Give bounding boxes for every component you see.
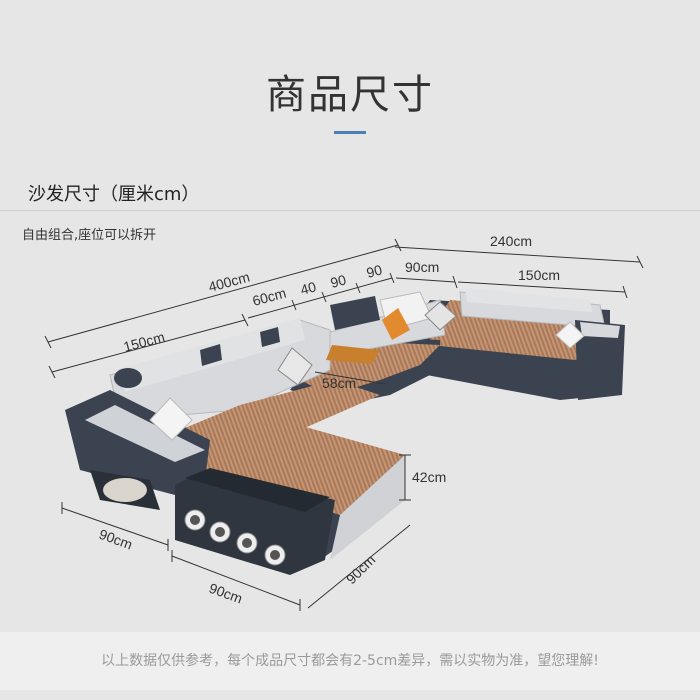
console-top xyxy=(185,468,330,512)
dim-58: 58cm xyxy=(322,375,356,391)
title-underline xyxy=(334,131,366,134)
dim-90-right: 90cm xyxy=(405,259,439,275)
dim-150-right: 150cm xyxy=(518,267,560,283)
dim-90-chaise: 90cm xyxy=(97,526,135,553)
dim-90b: 90 xyxy=(365,261,384,281)
dim-90-front: 90cm xyxy=(207,580,245,607)
dim-240: 240cm xyxy=(490,233,532,249)
dim-40: 40 xyxy=(299,278,318,298)
pillow-orange xyxy=(382,308,410,340)
chaise-seat xyxy=(190,410,405,515)
headrest-cap-left xyxy=(114,368,142,388)
chaise-side xyxy=(330,455,405,560)
left-armrest-top xyxy=(85,405,205,462)
pillow-plaid xyxy=(277,347,313,386)
dim-150-left: 150cm xyxy=(122,329,167,355)
middle-headrest xyxy=(330,296,380,330)
dim-42: 42cm xyxy=(412,469,446,485)
section-divider xyxy=(0,210,700,211)
page-title: 商品尺寸 xyxy=(266,72,434,118)
dim-60: 60cm xyxy=(251,285,288,309)
dim-400: 400cm xyxy=(207,269,252,295)
dim-90a: 90 xyxy=(329,271,348,291)
pillow-plaid-right xyxy=(424,301,457,331)
sofa-illustration xyxy=(65,288,625,575)
right-armrest xyxy=(575,320,625,400)
dim-90-length: 90cm xyxy=(343,552,379,588)
footer-bar xyxy=(0,632,700,690)
dimension-lines xyxy=(44,238,644,611)
pillow-white-left xyxy=(149,397,193,441)
section-subtitle: 自由组合,座位可以拆开 xyxy=(22,228,157,243)
pillow-white-right xyxy=(555,321,585,349)
right-headrest xyxy=(465,288,592,312)
footer-note: 以上数据仅供参考，每个成品尺寸都会有2-5cm差异，需以实物为准，望您理解! xyxy=(101,653,599,669)
section-heading: 沙发尺寸（厘米cm） xyxy=(28,184,200,205)
